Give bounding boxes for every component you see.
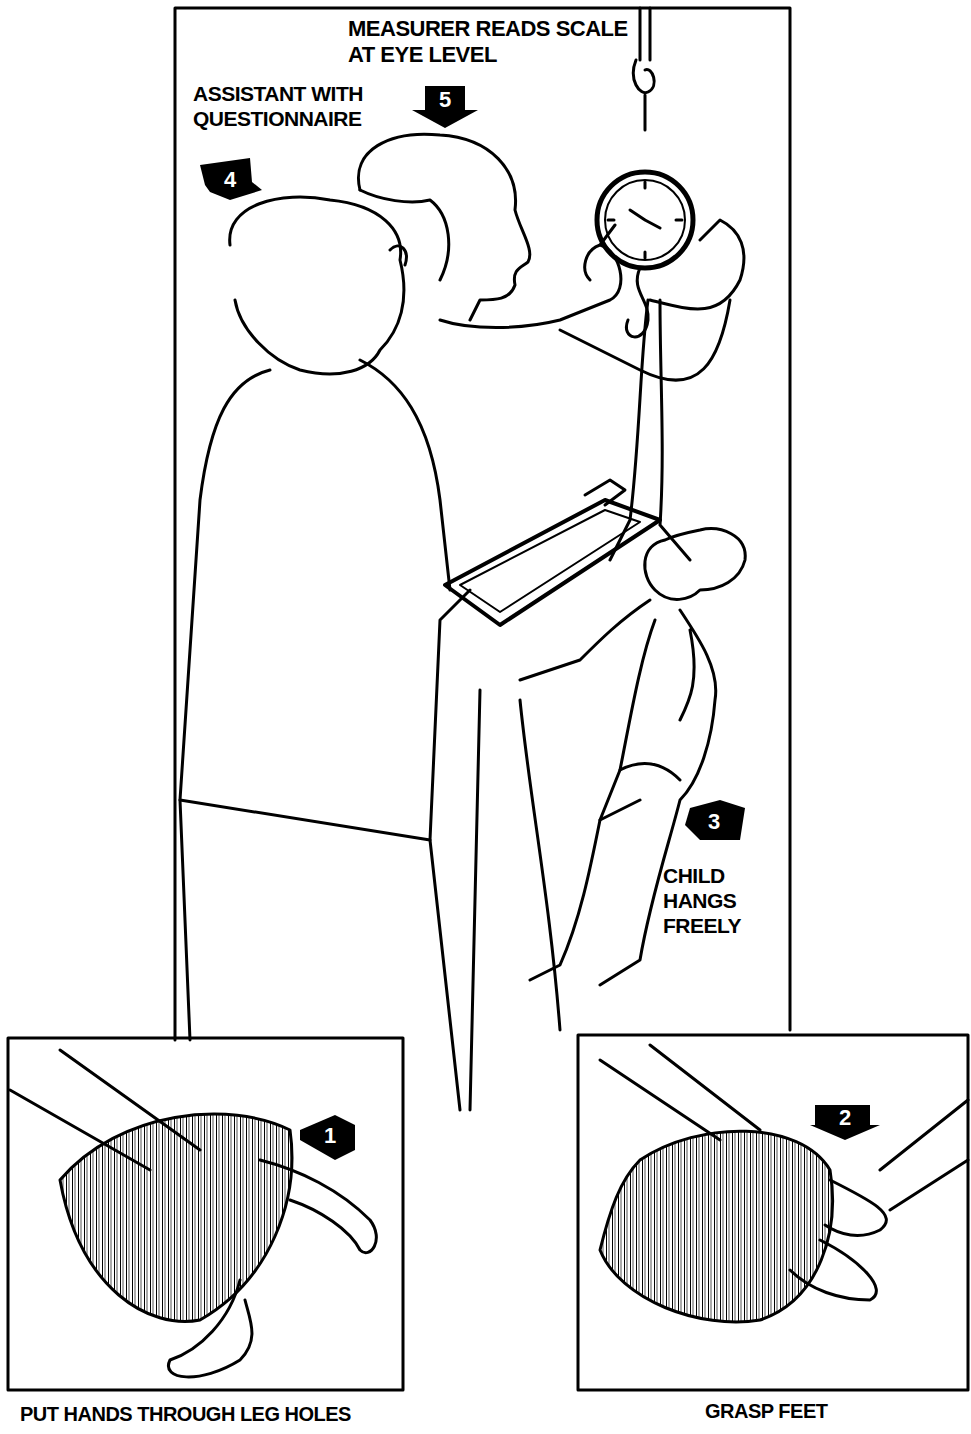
measurer (358, 134, 529, 320)
callout-arrow (412, 86, 478, 128)
callout-number: 1 (318, 1124, 342, 1148)
assistant (230, 197, 404, 374)
callout-number: 4 (218, 168, 242, 192)
callout-label: ASSISTANT WITH QUESTIONNAIRE (193, 82, 393, 132)
clipboard (445, 500, 660, 625)
callout-label: MEASURER READS SCALE AT EYE LEVEL (348, 16, 648, 68)
callout-number: 2 (833, 1106, 857, 1130)
sling (610, 300, 690, 560)
callout-arrow (300, 1115, 355, 1160)
chain (633, 8, 654, 130)
child (645, 529, 745, 600)
main-frame (175, 8, 790, 1040)
hands (600, 1045, 968, 1300)
garment (600, 1131, 832, 1322)
callout-arrow (810, 1105, 880, 1140)
callout-arrow (685, 800, 745, 840)
callout-arrows (200, 86, 880, 1160)
callout-arrow (200, 158, 262, 200)
caption-label: GRASP FEET (705, 1400, 905, 1424)
caption-label: PUT HANDS THROUGH LEG HOLES (20, 1403, 440, 1427)
callout-label: CHILD HANGS FREELY (663, 864, 763, 938)
callout-number: 5 (433, 88, 457, 112)
callout-number: 3 (702, 810, 726, 834)
hands (10, 1050, 376, 1377)
inset-frame (578, 1035, 968, 1390)
garment (60, 1114, 292, 1321)
inset-frame (8, 1038, 403, 1390)
